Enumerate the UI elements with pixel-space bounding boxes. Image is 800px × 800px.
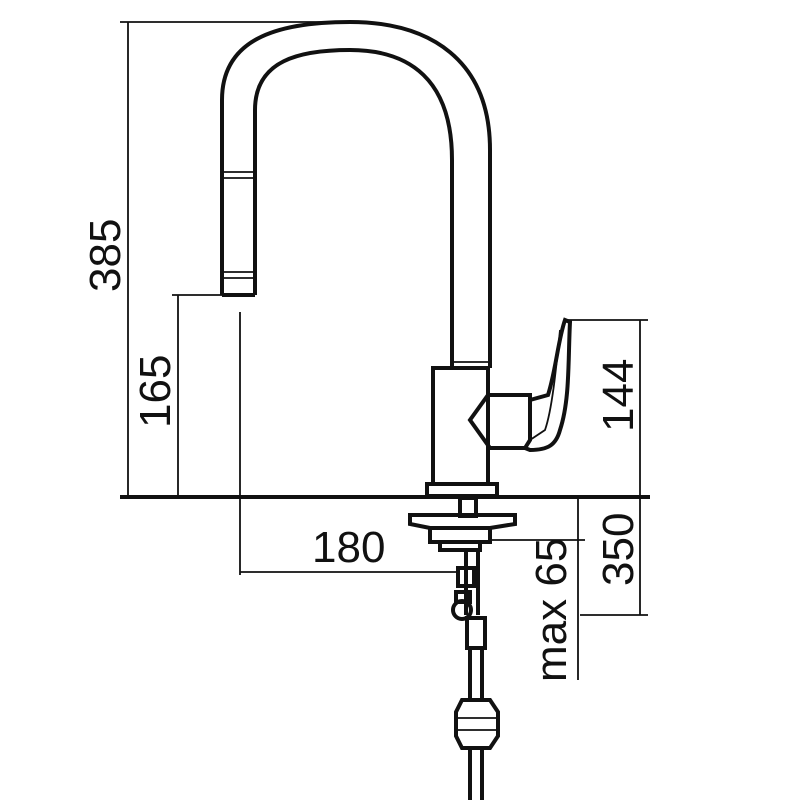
dimension-lines	[120, 21, 648, 680]
dim-max-thickness-label: max 65	[527, 538, 576, 682]
faucet-spout	[220, 19, 492, 368]
under-sink-assembly	[408, 496, 517, 800]
faucet-body	[120, 366, 650, 499]
dim-hose-length-label: 350	[594, 513, 643, 586]
dim-total-height-label: 385	[81, 219, 130, 292]
dim-lever-height-label: 144	[594, 359, 643, 432]
dim-spout-height-label: 165	[131, 355, 180, 428]
lever-handle	[467, 317, 573, 453]
dim-reach-label: 180	[312, 523, 385, 572]
